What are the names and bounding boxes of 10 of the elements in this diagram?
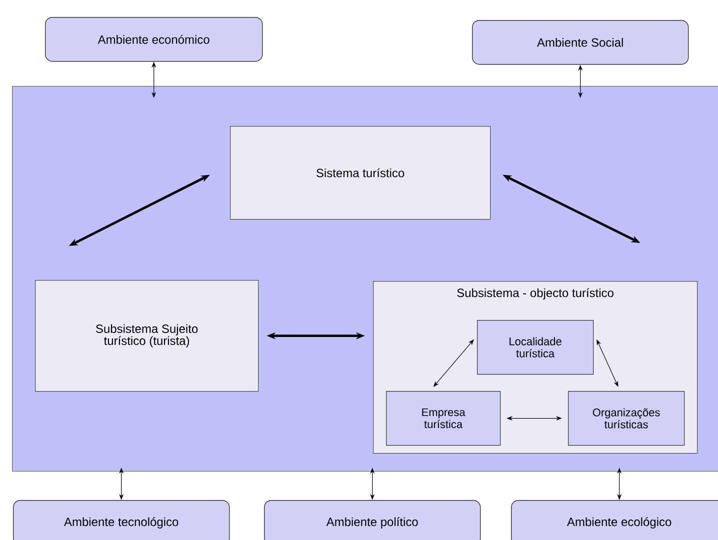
environment-box: Ambiente tecnológico <box>13 500 230 540</box>
system-box: Sistema turístico <box>230 126 491 220</box>
system-box: Subsistema Sujeito turístico (turista) <box>35 280 259 392</box>
environment-box: Ambiente ecológico <box>511 500 718 540</box>
component-box: Organizações turísticas <box>568 391 685 446</box>
component-box: Empresa turística <box>386 391 501 446</box>
component-box: Localidade turística <box>477 320 594 375</box>
environment-box: Ambiente Social <box>472 20 689 65</box>
environment-box: Ambiente económico <box>45 17 263 62</box>
environment-box: Ambiente político <box>264 500 481 540</box>
